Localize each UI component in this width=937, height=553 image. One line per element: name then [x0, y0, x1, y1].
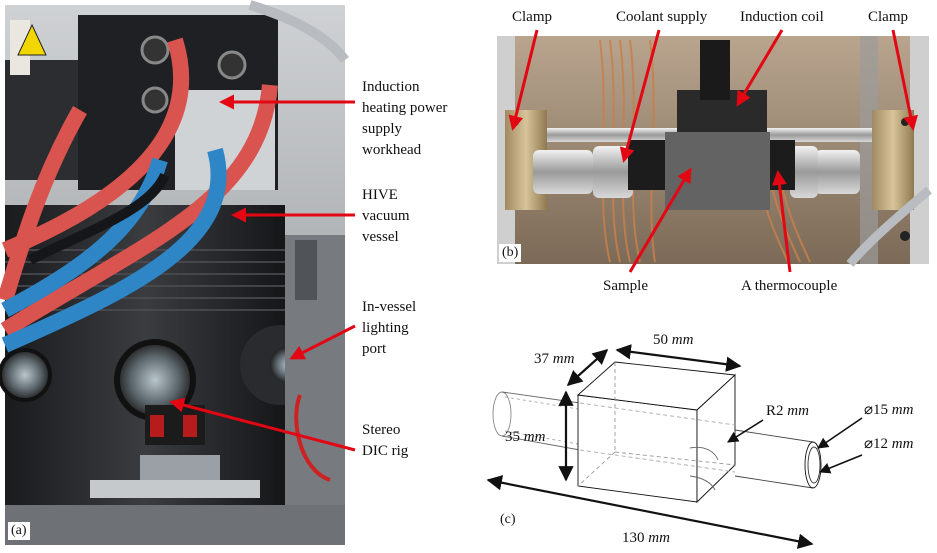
dim-inner-diameter: ⌀12 mm: [864, 436, 914, 452]
label-thermocouple: A thermocouple: [741, 278, 838, 294]
dim-arrow-length: [486, 475, 814, 549]
dim-length: 130 mm: [622, 530, 670, 546]
panel-c-tag: (c): [500, 512, 516, 527]
arrow-sample: [628, 167, 692, 273]
arrow-thermocouple: [771, 170, 792, 273]
arrow-stereo-dic: [169, 397, 356, 452]
dim-arrow-radius: [727, 419, 764, 443]
dim-arrow-inner-diameter: [818, 454, 863, 474]
dim-arrow-depth: [566, 348, 609, 387]
label-clamp-left: Clamp: [512, 9, 552, 25]
dim-arrow-outer-diameter: [817, 417, 863, 449]
dim-width: 50 mm: [653, 332, 694, 348]
arrow-coolant: [619, 29, 661, 163]
dim-radius: R2 mm: [766, 403, 809, 419]
dim-depth: 37 mm: [534, 351, 575, 367]
arrow-clamp-right: [891, 29, 918, 131]
dim-outer-diameter: ⌀15 mm: [864, 402, 914, 418]
label-stereo-dic: Stereo DIC rig: [362, 422, 409, 459]
label-induction-power-supply: Induction heating power supply workhead: [362, 79, 448, 158]
panel-a-tag: (a): [8, 522, 30, 540]
dim-arrow-width: [615, 344, 742, 372]
label-lighting-port: In-vessel lighting port: [362, 299, 417, 357]
label-hive-vessel: HIVE vacuum vessel: [362, 187, 410, 245]
arrow-clamp-left: [508, 29, 539, 131]
label-clamp-right: Clamp: [868, 9, 908, 25]
label-induction-coil: Induction coil: [740, 9, 824, 25]
label-coolant-supply: Coolant supply: [616, 9, 708, 25]
panel-b-tag: (b): [499, 244, 522, 262]
dim-height: 35 mm: [505, 429, 546, 445]
label-sample: Sample: [603, 278, 648, 294]
arrow-coil: [736, 29, 784, 107]
arrow-lighting-port: [289, 324, 356, 360]
